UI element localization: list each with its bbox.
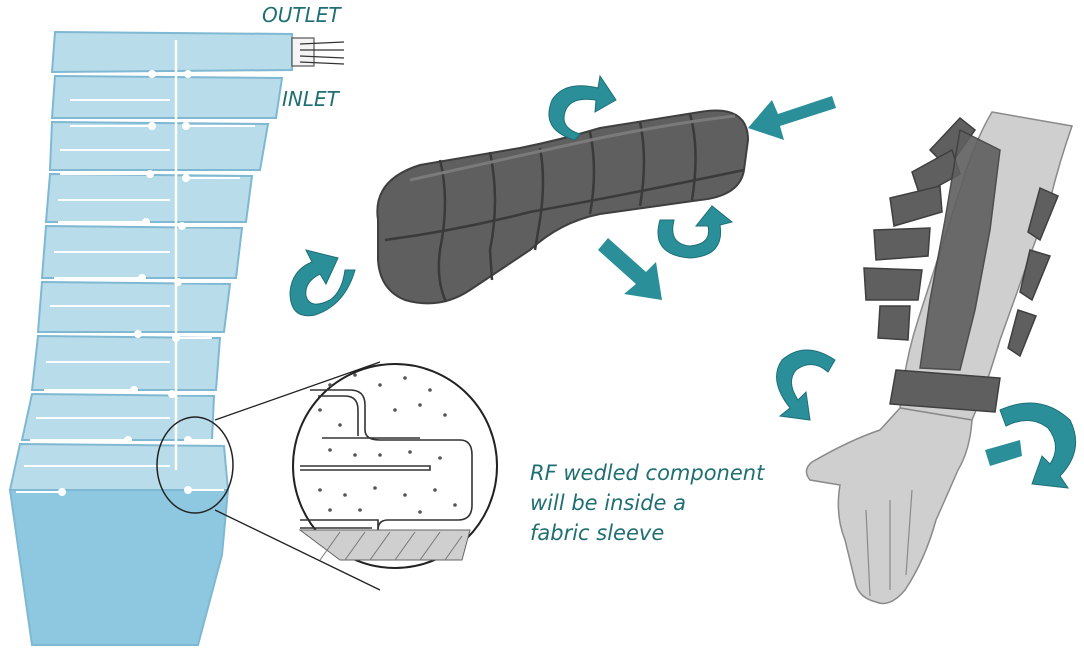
inlet-outlet-ports bbox=[291, 37, 345, 67]
inflated-sleeve bbox=[376, 109, 750, 305]
zoom-line-top bbox=[214, 361, 381, 421]
rotation-arrow-left bbox=[289, 249, 356, 317]
rotation-arrow-arm-right bbox=[985, 402, 1077, 489]
arm-with-device bbox=[805, 111, 1074, 605]
rotation-arrow-mid bbox=[657, 205, 734, 259]
zoom-line-bottom bbox=[214, 509, 381, 591]
sleeve-highlight bbox=[409, 114, 736, 182]
wrist-band bbox=[889, 369, 1001, 413]
straight-arrow-right-top bbox=[748, 96, 836, 140]
zoom-hatched-area bbox=[298, 529, 471, 561]
note-line-1: RF wedled component bbox=[530, 461, 765, 485]
panel-channels bbox=[16, 70, 260, 496]
outlet-label: OUTLET bbox=[262, 3, 342, 27]
note-line-2: will be inside a bbox=[530, 491, 686, 515]
arm-device-spine bbox=[919, 128, 1001, 371]
zoom-texture-dots bbox=[318, 373, 457, 514]
finger-lines bbox=[865, 489, 913, 597]
note-line-3: fabric sleeve bbox=[530, 521, 664, 545]
rotation-arrow-top bbox=[548, 74, 617, 141]
zoom-hatch-lines bbox=[319, 531, 463, 561]
inlet-label: INLET bbox=[282, 87, 341, 111]
magnifier-callout bbox=[156, 361, 498, 591]
arm-device-fins bbox=[863, 116, 1059, 358]
zoom-source-ellipse bbox=[156, 416, 234, 514]
straight-arrow-down-right bbox=[598, 238, 662, 300]
hand bbox=[805, 407, 973, 605]
flat-welded-panel: OUTLET INLET bbox=[8, 3, 345, 646]
rotation-arrow-arm-left bbox=[776, 349, 836, 421]
